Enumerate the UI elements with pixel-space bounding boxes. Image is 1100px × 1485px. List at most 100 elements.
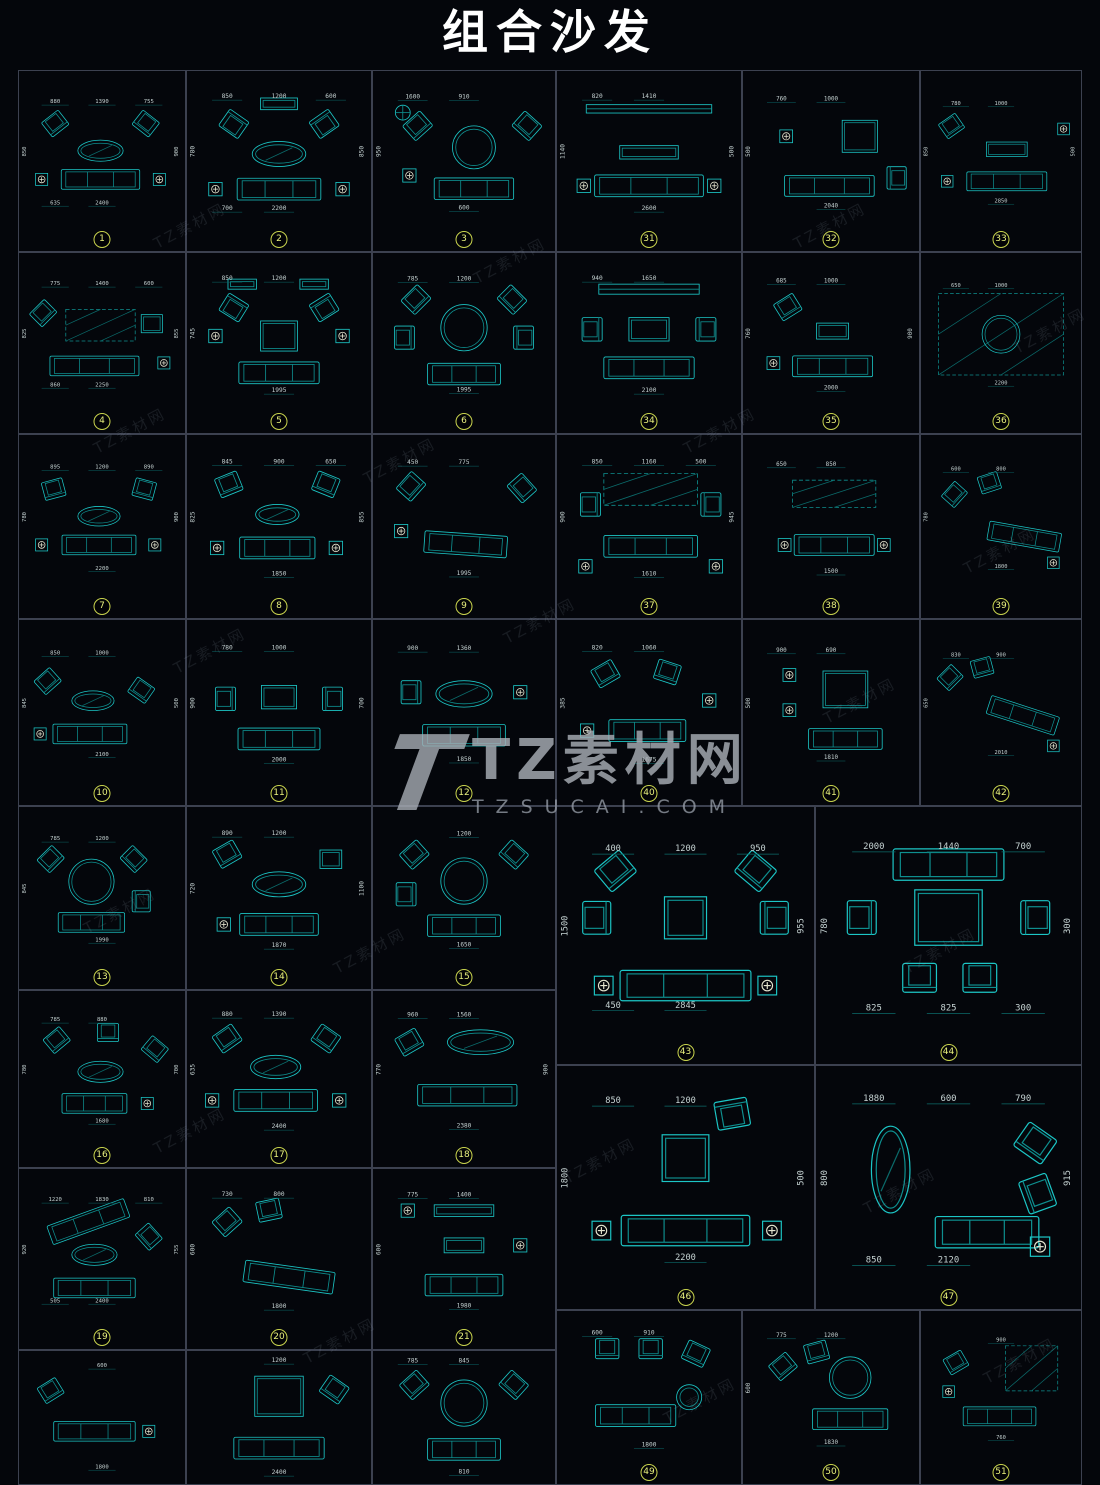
dim-label: 1200 (272, 830, 287, 837)
dim-label: 855 (174, 328, 180, 338)
dim-label: 400 (605, 844, 621, 854)
dim-label: 1800 (995, 564, 1008, 570)
page-title: 组合沙发 (442, 5, 658, 59)
dim-label: 1870 (272, 942, 287, 949)
dim-label: 785 (50, 836, 60, 842)
dim-label: 775 (776, 1333, 787, 1339)
dim-label: 800 (273, 1191, 284, 1198)
dim-label: 1200 (272, 275, 287, 282)
dim-label: 650 (776, 462, 787, 468)
dim-label: 2380 (457, 1122, 472, 1129)
dim-label: 650 (924, 698, 930, 708)
dim-label: 1000 (995, 283, 1008, 289)
dim-label: 730 (222, 1191, 233, 1198)
dim-label: 500 (796, 1170, 806, 1186)
dim-label: 900 (174, 146, 180, 156)
dim-label: 1830 (824, 1440, 839, 1446)
cell-number-badge: 47 (940, 1289, 957, 1306)
dim-label: 2000 (863, 842, 884, 852)
dim-label: 745 (190, 328, 197, 339)
dim-label: 1390 (95, 99, 108, 105)
dim-label: 600 (940, 1094, 956, 1104)
dim-label: 1680 (95, 1118, 108, 1124)
dim-label: 900 (190, 697, 197, 708)
dim-label: 1140 (560, 144, 567, 159)
dim-label: 2850 (995, 198, 1008, 204)
dim-label: 1600 (405, 94, 420, 101)
dim-label: 500 (728, 146, 735, 157)
dim-label: 1200 (457, 831, 472, 838)
dim-label: 850 (866, 1255, 882, 1265)
dim-label: 500 (174, 698, 180, 708)
dim-label: 910 (643, 1329, 654, 1336)
dim-label: 1000 (95, 651, 108, 657)
dim-label: 1000 (995, 101, 1008, 107)
dim-label: 820 (592, 93, 603, 100)
dim-label: 950 (750, 844, 766, 854)
cell-number-badge: 38 (822, 598, 840, 615)
dim-label: 850 (924, 147, 930, 157)
dim-label: 450 (605, 1001, 621, 1011)
dim-label: 1980 (457, 1302, 472, 1309)
dim-label: 780 (190, 146, 197, 157)
dim-label: 600 (458, 204, 469, 211)
dim-label: 850 (358, 146, 365, 157)
dim-label: 685 (776, 278, 787, 284)
dim-label: 770 (375, 1064, 382, 1075)
dim-label: 600 (746, 1382, 752, 1393)
cell-number-badge: 16 (93, 1147, 111, 1164)
dim-label: 810 (458, 1468, 469, 1475)
dim-label: 690 (826, 648, 837, 654)
dim-label: 900 (273, 458, 284, 465)
dim-label: 500 (746, 146, 752, 157)
dim-label: 775 (407, 1192, 418, 1199)
cell-number-badge: 35 (822, 413, 840, 430)
cell-number-badge: 13 (93, 969, 111, 986)
dim-label: 2200 (995, 380, 1008, 386)
dim-label: 600 (190, 1244, 197, 1255)
dim-label: 900 (996, 652, 1006, 658)
dim-label: 1880 (863, 1094, 884, 1104)
dim-label: 700 (1015, 842, 1031, 852)
cell-number-badge: 7 (93, 598, 111, 615)
dim-label: 790 (1015, 1094, 1031, 1104)
cell-number-badge: 20 (270, 1329, 288, 1346)
dim-label: 2200 (95, 566, 108, 572)
dim-label: 2040 (824, 204, 839, 210)
dim-label: 785 (50, 1017, 60, 1023)
dim-label: 955 (796, 918, 806, 934)
dim-label: 845 (222, 458, 233, 465)
dim-label: 775 (458, 459, 469, 466)
cell-number-badge: 9 (455, 598, 473, 615)
dim-label: 825 (22, 328, 28, 338)
dim-label: 900 (996, 1337, 1006, 1343)
